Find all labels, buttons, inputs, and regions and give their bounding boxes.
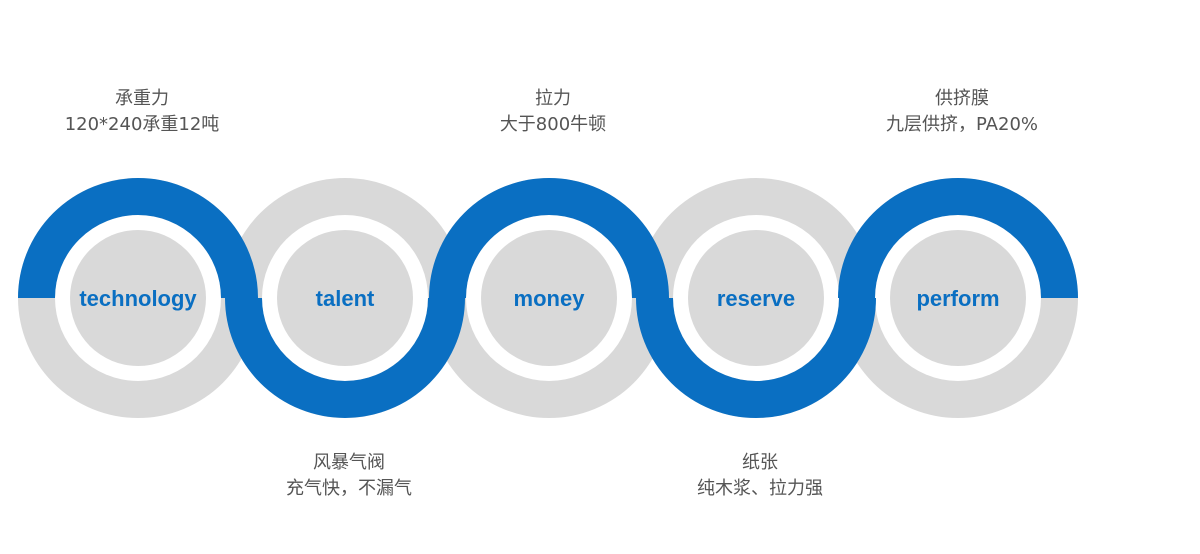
inner-disks <box>70 230 1026 366</box>
caption-talent: 风暴气阀 充气快，不漏气 <box>229 450 469 502</box>
caption-title: 拉力 <box>535 88 571 109</box>
caption-title: 风暴气阀 <box>313 452 385 473</box>
inner-disk <box>481 230 617 366</box>
inner-disk <box>688 230 824 366</box>
inner-disk <box>277 230 413 366</box>
node-word-talent: talent <box>316 286 375 311</box>
caption-title: 承重力 <box>115 88 169 109</box>
node-words: technology talent money reserve perform <box>79 286 999 311</box>
node-word-money: money <box>514 286 586 311</box>
inner-disk <box>890 230 1026 366</box>
node-word-perform: perform <box>916 286 999 311</box>
caption-perform: 供挤膜 九层供挤，PA20% <box>842 86 1082 138</box>
blue-arc-top <box>838 178 1078 299</box>
caption-detail: 九层供挤，PA20% <box>885 114 1039 135</box>
caption-title: 供挤膜 <box>935 88 989 109</box>
blue-arc-bottom <box>636 297 876 418</box>
caption-reserve: 纸张 纯木浆、拉力强 <box>640 450 880 502</box>
caption-detail: 大于800牛顿 <box>499 114 607 135</box>
node-word-reserve: reserve <box>717 286 795 311</box>
blue-arc-bottom <box>225 297 465 418</box>
blue-arc-top <box>429 178 669 299</box>
caption-detail: 充气快，不漏气 <box>286 478 412 499</box>
caption-money: 拉力 大于800牛顿 <box>433 86 673 138</box>
inner-disk <box>70 230 206 366</box>
node-word-technology: technology <box>79 286 197 311</box>
caption-title: 纸张 <box>742 452 778 473</box>
caption-detail: 120*240承重12吨 <box>64 114 220 135</box>
blue-wave <box>18 178 1078 418</box>
blue-arc-top <box>18 178 258 299</box>
caption-technology: 承重力 120*240承重12吨 <box>22 86 262 138</box>
caption-detail: 纯木浆、拉力强 <box>697 478 823 499</box>
